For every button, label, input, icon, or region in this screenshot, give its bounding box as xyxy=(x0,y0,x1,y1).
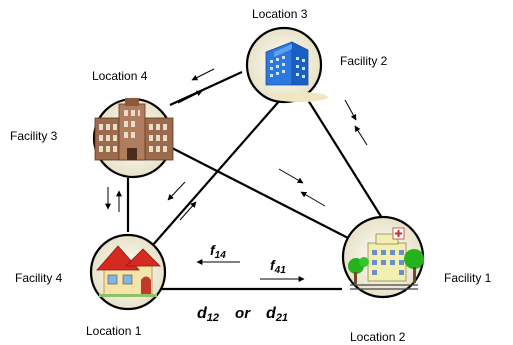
node-location-3: Location 3 Facility 2 xyxy=(245,7,388,104)
node-location-2: Location 2 Facility 1 xyxy=(341,215,492,344)
arrow-loc2-to-loc3 xyxy=(354,125,368,146)
arrow-loc4-to-loc2 xyxy=(278,168,304,184)
house-icon xyxy=(96,245,161,297)
arrow-loc3-to-loc4 xyxy=(191,68,215,81)
arrow-loc3-to-loc2 xyxy=(344,99,357,121)
facility-2-label: Facility 2 xyxy=(340,54,388,68)
edge-loc4-loc2 xyxy=(171,147,353,241)
edges xyxy=(126,71,383,291)
office-building-icon xyxy=(94,98,174,161)
facility-3-label: Facility 3 xyxy=(10,129,58,143)
flow-f14-label: f14 xyxy=(210,242,226,261)
location-3-label: Location 3 xyxy=(252,7,308,21)
arrow-loc2-to-loc4 xyxy=(300,191,326,207)
edge-loc3-loc2 xyxy=(307,99,383,219)
arrow-loc1-to-loc3 xyxy=(179,201,197,221)
edge-loc1-loc3 xyxy=(151,98,282,247)
node-location-1: Location 1 Facility 4 xyxy=(15,233,167,338)
node-location-4: Location 4 Facility 3 xyxy=(10,69,174,179)
office-tower-icon xyxy=(265,41,328,102)
facility-1-label: Facility 1 xyxy=(444,271,492,285)
facility-4-label: Facility 4 xyxy=(15,271,63,285)
location-1-label: Location 1 xyxy=(86,324,142,338)
flow-f41-label: f41 xyxy=(270,257,286,276)
hospital-icon xyxy=(348,227,424,290)
location-2-label: Location 2 xyxy=(350,330,406,344)
arrow-loc3-to-loc1 xyxy=(167,181,186,201)
flow-arrows xyxy=(105,68,368,282)
arrow-loc4-to-loc3 xyxy=(177,90,203,104)
edge-loc4-loc3 xyxy=(169,71,243,106)
location-4-label: Location 4 xyxy=(92,69,148,83)
